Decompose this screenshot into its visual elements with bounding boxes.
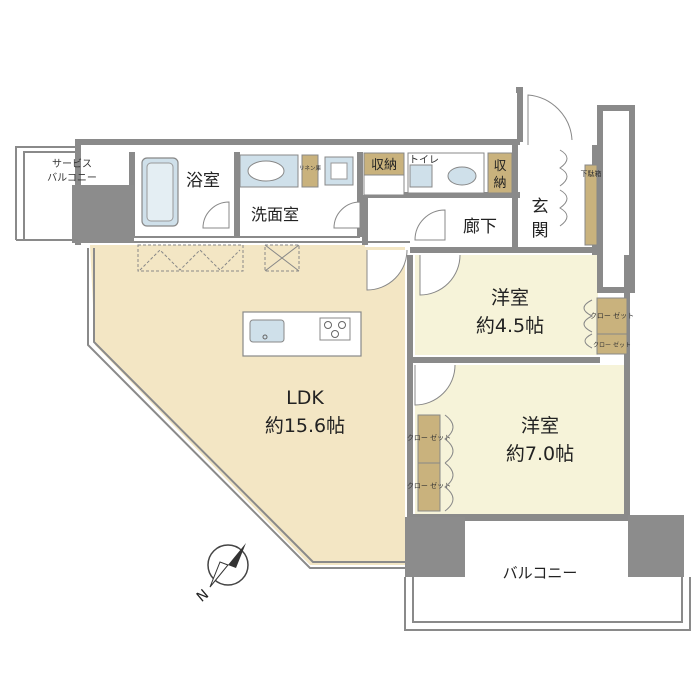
compass-needle-dark (228, 543, 246, 568)
column-bottom-left (405, 517, 465, 577)
kitchen-cabinet-doors (137, 244, 244, 272)
toilet-counter (409, 164, 433, 188)
entrance-closet-doors (559, 149, 568, 227)
western-2-closet-doors (444, 414, 454, 512)
entrance-label-1: 玄 (532, 197, 549, 217)
linen-storage (301, 154, 319, 188)
sink-drain (262, 334, 268, 340)
storage-2-label-1: 収 (493, 159, 506, 174)
service-balcony-label-2: バルコニー (47, 172, 97, 184)
kitchen-sink (249, 319, 285, 343)
balcony-outline (404, 519, 691, 631)
western-2-size-label: 約7.0帖 (506, 443, 574, 465)
bath-door-swing (202, 201, 230, 229)
toilet-door-swing (414, 209, 446, 241)
western-1-closet-a (596, 297, 628, 335)
service-balcony-label-1: サービス (52, 158, 92, 170)
western-1-closet-doors (583, 299, 594, 349)
ldk-door-swing (366, 249, 408, 291)
western-2-closet-a-label: クロー ゼット (407, 433, 451, 442)
shoebox (584, 164, 598, 246)
bathtub-inner (146, 162, 174, 222)
fridge-space (264, 244, 300, 272)
front-door-swing (527, 94, 573, 145)
linen-label: リネン庫 (299, 164, 322, 172)
column-left (72, 185, 134, 243)
balcony-label: バルコニー (503, 564, 578, 582)
washing-machine-inner (330, 162, 348, 180)
western-2-closet-b-label: クロー ゼット (407, 481, 451, 490)
cooktop (319, 317, 351, 341)
storage-2-label-2: 納 (493, 176, 506, 191)
entrance-floor (515, 145, 585, 247)
compass: N (194, 543, 249, 606)
compass-north-label: N (194, 587, 212, 606)
toilet-label: トイレ (409, 155, 439, 166)
compass-needle-light (209, 561, 229, 588)
wash-basin (247, 160, 285, 182)
storage-2 (487, 152, 513, 194)
western-1-size-label: 約4.5帖 (476, 315, 544, 337)
washroom-label: 洗面室 (251, 205, 299, 224)
entrance-label-2: 関 (532, 221, 549, 241)
shoebox-label: 下駄箱 (581, 169, 602, 178)
fridge-cross (264, 244, 300, 272)
column-bottom-right (628, 515, 684, 577)
western-room-2-floor (415, 365, 627, 515)
service-balcony (15, 146, 78, 241)
ldk-floor (90, 245, 405, 565)
western-1-name-label: 洋室 (491, 287, 529, 309)
western-2-name-label: 洋室 (521, 415, 559, 437)
washroom-door-swing (333, 201, 361, 229)
ldk-name-label: LDK (286, 387, 324, 409)
cooktop-burners (324, 321, 346, 338)
storage-1-body (363, 174, 405, 196)
ldk-size-label: 約15.6帖 (265, 415, 345, 437)
western-1-door-swing (419, 254, 461, 296)
western-1-closet-b (596, 333, 628, 355)
storage-1-label: 収納 (371, 158, 397, 173)
western-2-closet-b (417, 462, 441, 512)
western-1-closet-b-label: クロー ゼット (593, 341, 631, 349)
toilet-bowl (447, 166, 477, 186)
bath-label: 浴室 (186, 171, 220, 191)
western-1-closet-a-label: クロー ゼット (590, 311, 634, 320)
western-2-door-swing (414, 364, 456, 406)
corridor-label: 廊下 (463, 217, 497, 237)
